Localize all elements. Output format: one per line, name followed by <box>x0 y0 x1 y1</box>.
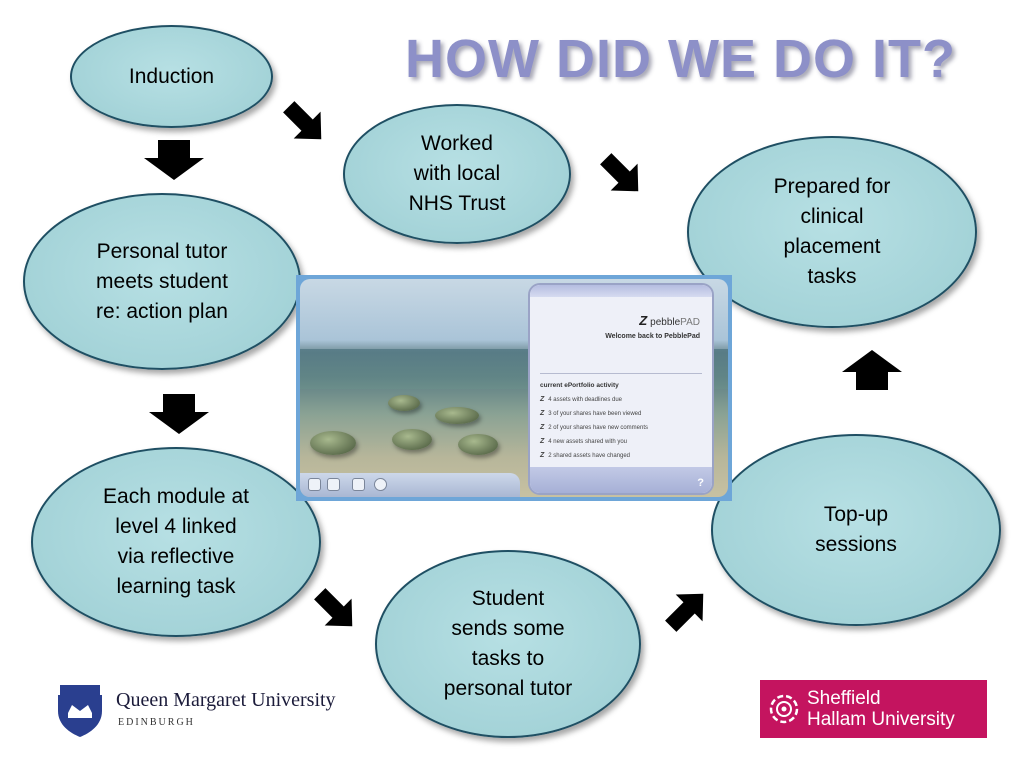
qmu-logo: Queen Margaret University EDINBURGH <box>52 683 372 739</box>
pebble-stone <box>310 431 356 455</box>
pebble-stone <box>458 434 498 455</box>
node-student-sends-label: Student sends some tasks to personal tut… <box>443 587 573 700</box>
panel-divider <box>540 373 702 374</box>
activity-item-label: 2 of your shares have new comments <box>548 425 648 431</box>
pebblepad-brand-prefix: pebble <box>650 317 681 328</box>
slide-title: HOW DID WE DO IT? <box>405 29 956 89</box>
shu-rose-icon <box>769 694 799 724</box>
pebble-stone <box>392 429 432 450</box>
activity-item-label: 2 shared assets have changed <box>548 453 631 459</box>
user-icon[interactable] <box>327 478 340 491</box>
node-student-sends: Student sends some tasks to personal tut… <box>375 550 641 738</box>
node-module-label: Each module at level 4 linked via reflec… <box>103 485 249 598</box>
arrow-diagonal-icon <box>314 588 353 627</box>
arrow-diagonal-icon <box>600 153 639 192</box>
pebble-icon: Z <box>540 452 545 459</box>
pebblepad-brand-suffix: PAD <box>680 317 700 328</box>
arrow-diagonal-icon <box>283 101 322 140</box>
qmu-subtitle: EDINBURGH <box>118 717 195 728</box>
node-module: Each module at level 4 linked via reflec… <box>31 447 321 637</box>
shu-name: Sheffield Hallam University <box>807 688 955 730</box>
help-icon[interactable] <box>374 478 387 491</box>
node-personal-tutor-label: Personal tutor meets student re: action … <box>96 239 228 323</box>
pebble-icon: Z <box>540 410 545 417</box>
node-personal-tutor: Personal tutor meets student re: action … <box>23 193 301 370</box>
panel-titlebar <box>530 285 712 297</box>
arrow-diagonal-icon <box>665 593 704 632</box>
arrow-up-icon <box>842 350 902 390</box>
node-induction-label: Induction <box>128 64 215 88</box>
arrow-down-icon <box>149 394 209 434</box>
qmu-crest-icon <box>58 685 102 737</box>
new-asset-icon[interactable] <box>308 478 321 491</box>
node-worked-nhs-label: Worked with local NHS Trust <box>408 132 506 215</box>
qmu-name: Queen Margaret University <box>116 689 336 711</box>
activity-item-label: 4 assets with deadlines due <box>548 397 622 403</box>
pebblepad-welcome: Welcome back to PebblePad <box>605 333 700 340</box>
node-prepared-label: Prepared for clinical placement tasks <box>773 175 891 288</box>
pebble-stone <box>388 395 420 411</box>
help-button[interactable]: ? <box>697 477 704 489</box>
node-topup-label: Top-up sessions <box>815 503 897 556</box>
pebblepad-z-icon: Z <box>639 313 648 328</box>
search-icon[interactable] <box>352 478 365 491</box>
activity-item-label: 3 of your shares have been viewed <box>548 411 642 417</box>
pebble-stone <box>435 407 479 424</box>
activity-item-label: 4 new assets shared with you <box>548 439 627 445</box>
node-topup: Top-up sessions <box>711 434 1001 626</box>
node-prepared: Prepared for clinical placement tasks <box>687 136 977 328</box>
shu-logo: Sheffield Hallam University <box>760 680 987 738</box>
arrow-down-icon <box>144 140 204 180</box>
activity-heading: current ePortfolio activity <box>540 382 619 389</box>
panel-footer: ? <box>530 467 712 493</box>
pebblepad-toolbar <box>300 473 520 497</box>
pebble-icon: Z <box>540 424 545 431</box>
node-worked-nhs: Worked with local NHS Trust <box>343 104 571 244</box>
node-induction: Induction <box>70 25 273 128</box>
pebble-icon: Z <box>540 438 545 445</box>
pebble-icon: Z <box>540 396 545 403</box>
